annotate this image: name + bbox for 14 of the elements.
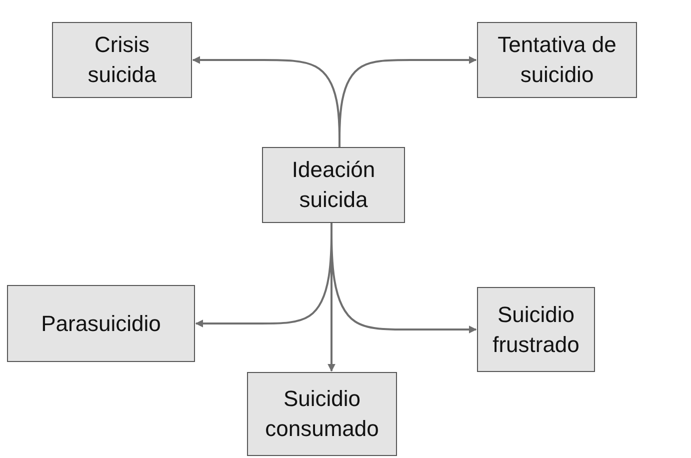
box-label: Parasuicidio xyxy=(40,310,162,338)
box-label: Tentativa de suicidio xyxy=(496,31,618,89)
process-box xyxy=(52,22,192,98)
box-label: Suicidio consumado xyxy=(264,385,380,443)
process-box xyxy=(477,287,595,372)
box-label: Ideación suicida xyxy=(290,156,376,214)
arrow xyxy=(338,56,477,147)
arrow xyxy=(328,223,336,372)
process-box xyxy=(7,285,195,362)
process-box xyxy=(477,22,637,98)
process-box xyxy=(262,147,405,223)
box-label: Suicidio frustrado xyxy=(492,300,580,358)
process-box xyxy=(247,372,397,456)
box-label: Crisis suicida xyxy=(86,31,158,89)
